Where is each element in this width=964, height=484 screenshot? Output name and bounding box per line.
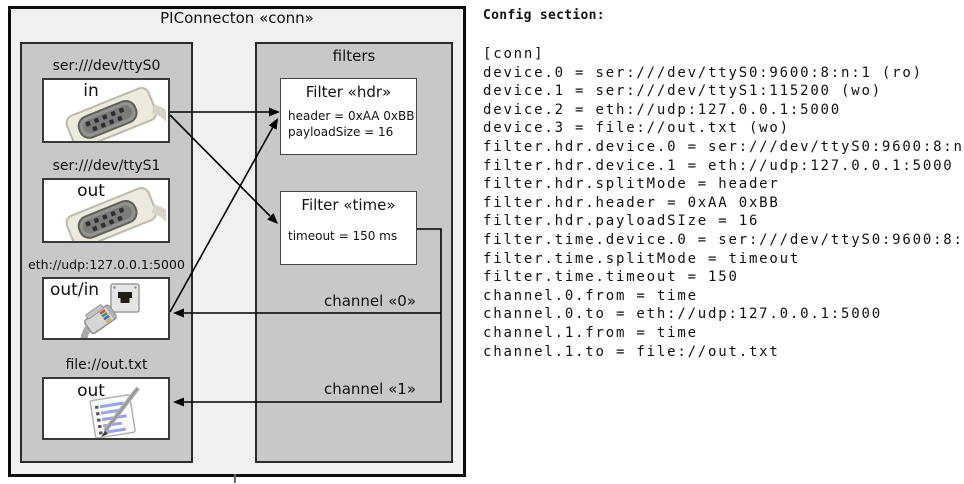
- ethernet-jack-icon: [110, 283, 140, 317]
- config-line: filter.hdr.device.1 = eth://udp:127.0.0.…: [483, 157, 954, 174]
- device-direction-label: out/in: [50, 280, 100, 300]
- config-line: channel.0.from = time: [483, 287, 698, 304]
- channel-0-label: channel «0»: [323, 292, 416, 310]
- filter-hdr-title: Filter «hdr»: [305, 83, 392, 101]
- device-box-ttyS1: out: [42, 178, 170, 243]
- config-line: filter.time.timeout = 150: [483, 269, 739, 286]
- serial-connector-icon: [60, 186, 168, 241]
- config-line: filter.hdr.payloadSIze = 16: [483, 213, 760, 230]
- device-box-eth: out/in: [42, 277, 170, 340]
- device-label-file: file://out.txt: [65, 357, 148, 373]
- device-label-ttyS1: ser:///dev/ttyS1: [52, 158, 161, 174]
- device-direction-label: out: [77, 381, 105, 401]
- serial-connector-icon: [60, 86, 168, 141]
- device-label-ttyS0: ser:///dev/ttyS0: [52, 58, 161, 74]
- filter-time-title: Filter «time»: [301, 196, 396, 214]
- device-direction-label: in: [83, 81, 99, 101]
- filter-time-prop-timeout: timeout = 150 ms: [288, 229, 398, 243]
- config-line: filter.time.device.0 = ser:///dev/ttyS0:…: [483, 231, 964, 248]
- config-lines: [conn] device.0 = ser:///dev/ttyS0:9600:…: [483, 45, 964, 361]
- device-box-file: out: [42, 377, 170, 440]
- device-box-ttyS0: in: [42, 78, 170, 143]
- config-line: device.0 = ser:///dev/ttyS0:9600:8:n:1 (…: [483, 64, 923, 81]
- diagram-title: PIConnecton «conn»: [160, 9, 314, 27]
- config-line: device.3 = file://out.txt (wo): [483, 120, 790, 137]
- filter-hdr-prop-payload: payloadSize = 16: [288, 125, 394, 139]
- filter-hdr-box: Filter «hdr» header = 0xAA 0xBB payloadS…: [280, 78, 417, 155]
- filter-time-box: Filter «time» timeout = 150 ms: [280, 191, 417, 265]
- bottom-tick-mark: [234, 474, 236, 483]
- filters-panel-title: filters: [332, 47, 376, 65]
- notepad-pen-icon: [84, 385, 146, 438]
- device-direction-label: out: [77, 181, 105, 201]
- config-section: Config section: [conn] device.0 = ser://…: [483, 8, 964, 360]
- config-line: channel.1.from = time: [483, 324, 698, 341]
- device-label-eth: eth://udp:127.0.0.1:5000: [28, 257, 185, 272]
- config-line: [conn]: [483, 46, 545, 62]
- config-line: device.1 = ser:///dev/ttyS1:115200 (wo): [483, 83, 882, 100]
- config-line: filter.hdr.splitMode = header: [483, 176, 780, 193]
- channel-1-label: channel «1»: [323, 380, 416, 398]
- config-line: channel.1.to = file://out.txt: [483, 343, 780, 360]
- config-heading: Config section:: [483, 8, 605, 23]
- config-line: filter.hdr.device.0 = ser:///dev/ttyS0:9…: [483, 138, 964, 155]
- filter-hdr-prop-header: header = 0xAA 0xBB: [288, 109, 415, 123]
- config-line: filter.time.splitMode = timeout: [483, 250, 801, 267]
- config-line: filter.hdr.header = 0xAA 0xBB: [483, 194, 780, 211]
- config-line: channel.0.to = eth://udp:127.0.0.1:5000: [483, 306, 882, 323]
- ethernet-plug-icon: [70, 301, 126, 338]
- config-line: device.2 = eth://udp:127.0.0.1:5000: [483, 101, 842, 118]
